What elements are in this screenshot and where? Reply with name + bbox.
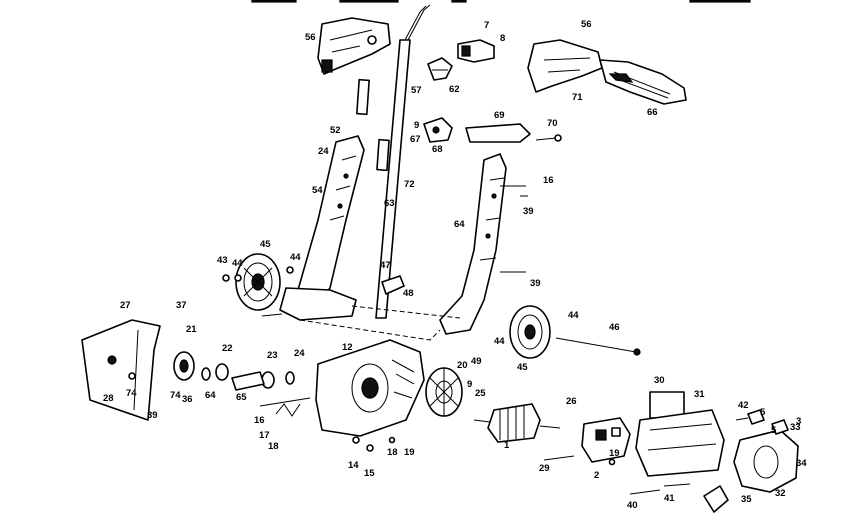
callout-49: 49 bbox=[471, 356, 482, 367]
callout-34: 34 bbox=[796, 458, 807, 469]
callout-16a: 16 bbox=[543, 175, 554, 186]
callout-9a: 9 bbox=[414, 120, 419, 131]
left-wheel bbox=[235, 253, 281, 311]
callout-57: 57 bbox=[411, 85, 422, 96]
callout-39c: 39 bbox=[147, 410, 158, 421]
callout-2: 2 bbox=[594, 470, 599, 481]
callout-3: 3 bbox=[796, 416, 801, 427]
callout-44c: 44 bbox=[568, 310, 579, 321]
deck-base bbox=[279, 287, 461, 341]
callout-33: 33 bbox=[790, 422, 801, 433]
callout-24b: 24 bbox=[294, 348, 305, 359]
callout-7: 7 bbox=[484, 20, 489, 31]
callout-43: 43 bbox=[217, 255, 228, 266]
callout-23: 23 bbox=[267, 350, 278, 361]
callout-14: 14 bbox=[348, 460, 359, 471]
switch-housing bbox=[317, 17, 391, 75]
callout-19b: 19 bbox=[609, 448, 620, 459]
callout-44d: 44 bbox=[494, 336, 505, 347]
callout-44b: 44 bbox=[290, 252, 301, 263]
callout-21: 21 bbox=[186, 324, 197, 335]
callout-72: 72 bbox=[404, 179, 415, 190]
misc-screws bbox=[222, 195, 749, 466]
callout-54a: 54 bbox=[312, 185, 323, 196]
callout-65: 65 bbox=[236, 392, 247, 403]
small-clips bbox=[427, 39, 495, 81]
callout-29: 29 bbox=[539, 463, 550, 474]
handle-grip bbox=[527, 39, 687, 105]
callout-67: 67 bbox=[410, 134, 421, 145]
upper-handle-bar bbox=[356, 4, 431, 319]
height-bracket bbox=[381, 275, 405, 295]
callout-36: 36 bbox=[182, 394, 193, 405]
callout-70: 70 bbox=[547, 118, 558, 129]
callout-27: 27 bbox=[120, 300, 131, 311]
callout-44a: 44 bbox=[232, 258, 243, 269]
callout-9b: 9 bbox=[467, 379, 472, 390]
callout-66: 66 bbox=[647, 107, 658, 118]
top-edge-fragments bbox=[251, 0, 751, 3]
end-cap bbox=[733, 409, 799, 493]
callout-28: 28 bbox=[103, 393, 114, 404]
callout-45a: 45 bbox=[260, 239, 271, 250]
callout-52: 52 bbox=[330, 125, 341, 136]
switch-box bbox=[635, 391, 725, 477]
callout-71: 71 bbox=[572, 92, 583, 103]
callout-16b: 16 bbox=[254, 415, 265, 426]
callout-8: 8 bbox=[500, 33, 505, 44]
callout-24a: 24 bbox=[318, 146, 329, 157]
callout-22: 22 bbox=[222, 343, 233, 354]
callout-32: 32 bbox=[775, 488, 786, 499]
callout-45b: 45 bbox=[517, 362, 528, 373]
armature bbox=[473, 403, 561, 443]
callout-42: 42 bbox=[738, 400, 749, 411]
callout-5a: 5 bbox=[760, 407, 766, 418]
cord-clip bbox=[629, 483, 729, 513]
right-side-frame bbox=[439, 153, 526, 335]
callout-64b: 64 bbox=[205, 390, 216, 401]
callout-19a: 19 bbox=[404, 447, 415, 458]
left-side-frame bbox=[297, 135, 365, 301]
callout-41: 41 bbox=[664, 493, 675, 504]
callout-74b: 74 bbox=[170, 390, 181, 401]
callout-20: 20 bbox=[457, 360, 468, 371]
callout-68: 68 bbox=[432, 144, 443, 155]
callout-5b: 5 bbox=[771, 425, 777, 436]
right-wheel bbox=[509, 305, 641, 359]
callout-39a: 39 bbox=[523, 206, 534, 217]
callout-26: 26 bbox=[566, 396, 577, 407]
drive-parts bbox=[173, 351, 311, 417]
callout-30: 30 bbox=[654, 375, 665, 386]
motor-housing bbox=[315, 339, 425, 444]
callout-25: 25 bbox=[475, 388, 486, 399]
cooling-fan bbox=[425, 367, 463, 417]
callout-62: 62 bbox=[449, 84, 460, 95]
callout-15: 15 bbox=[364, 468, 375, 479]
callout-69: 69 bbox=[494, 110, 505, 121]
callout-48a: 48 bbox=[403, 288, 414, 299]
callout-17: 17 bbox=[259, 430, 270, 441]
callout-18b: 18 bbox=[387, 447, 398, 458]
callout-37: 37 bbox=[176, 300, 187, 311]
callout-46: 46 bbox=[609, 322, 620, 333]
callout-35: 35 bbox=[741, 494, 752, 505]
bracket-parts bbox=[423, 117, 562, 143]
callout-47: 47 bbox=[380, 260, 391, 271]
callout-31: 31 bbox=[694, 389, 705, 400]
callout-39b: 39 bbox=[530, 278, 541, 289]
callout-56a: 56 bbox=[305, 32, 316, 43]
callout-1: 1 bbox=[504, 440, 510, 451]
callout-12: 12 bbox=[342, 342, 353, 353]
callout-74a: 74 bbox=[126, 388, 137, 399]
callout-64a: 64 bbox=[454, 219, 465, 230]
callout-18a: 18 bbox=[268, 441, 279, 452]
callout-40: 40 bbox=[627, 500, 638, 511]
blade-guard bbox=[81, 319, 161, 421]
brush-holder bbox=[581, 417, 631, 463]
callout-63: 63 bbox=[384, 198, 395, 209]
callout-56b: 56 bbox=[581, 19, 592, 30]
